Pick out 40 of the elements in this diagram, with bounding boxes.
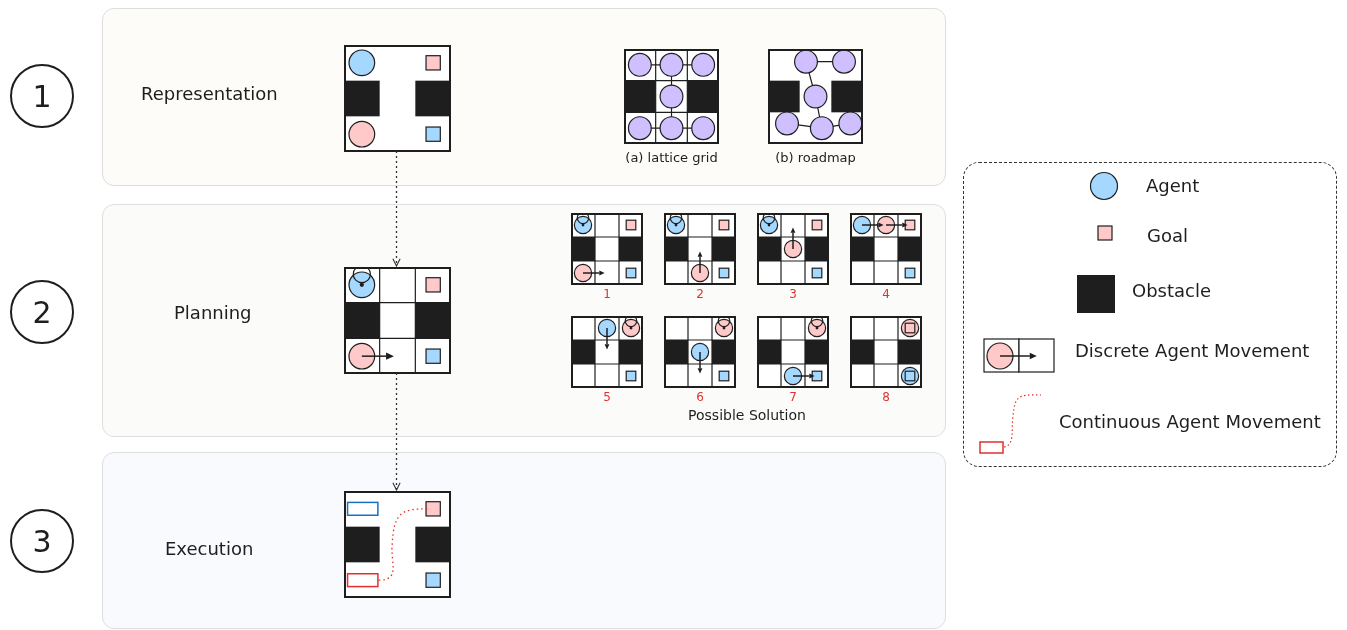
- grid-drawing: [757, 213, 829, 285]
- step-number: 2: [695, 287, 705, 301]
- grid-drawing: [344, 45, 451, 152]
- legend-label: Continuous Agent Movement: [1059, 410, 1321, 432]
- step-number: 1: [602, 287, 612, 301]
- legend-label: Obstacle: [1132, 279, 1212, 301]
- grid-drawing: [768, 49, 863, 144]
- step-number: 5: [602, 390, 612, 404]
- grid-drawing: [850, 316, 922, 388]
- step-number-circle: 1: [10, 64, 74, 128]
- grid-drawing: [757, 316, 829, 388]
- stage-panel: [102, 8, 946, 186]
- grid-drawing: [344, 267, 451, 374]
- grid-drawing: [624, 49, 719, 144]
- section-label: Possible Solution: [688, 407, 806, 423]
- legend-label: Discrete Agent Movement: [1075, 339, 1310, 361]
- step-number: 7: [788, 390, 798, 404]
- stage-title: Representation: [141, 83, 278, 104]
- step-number: 3: [788, 287, 798, 301]
- legend-label: Goal: [1147, 224, 1188, 246]
- step-number-circle: 2: [10, 280, 74, 344]
- grid-drawing: [850, 213, 922, 285]
- node-label: (a) lattice grid: [624, 150, 719, 165]
- grid-drawing: [664, 316, 736, 388]
- grid-drawing: [664, 213, 736, 285]
- grid-drawing: [571, 316, 643, 388]
- node-label: (b) roadmap: [774, 150, 857, 165]
- grid-drawing: [571, 213, 643, 285]
- dashed-arrow: [392, 150, 401, 267]
- step-number: 6: [695, 390, 705, 404]
- step-number: 8: [881, 390, 891, 404]
- stage-panel: [102, 204, 946, 437]
- step-number: 4: [881, 287, 891, 301]
- stage-title: Execution: [165, 538, 254, 559]
- dashed-arrow: [392, 372, 401, 491]
- stage-panel: [102, 452, 946, 629]
- legend-label: Agent: [1146, 174, 1200, 196]
- step-number-circle: 3: [10, 509, 74, 573]
- stage-title: Planning: [174, 302, 252, 323]
- grid-drawing: [344, 491, 451, 598]
